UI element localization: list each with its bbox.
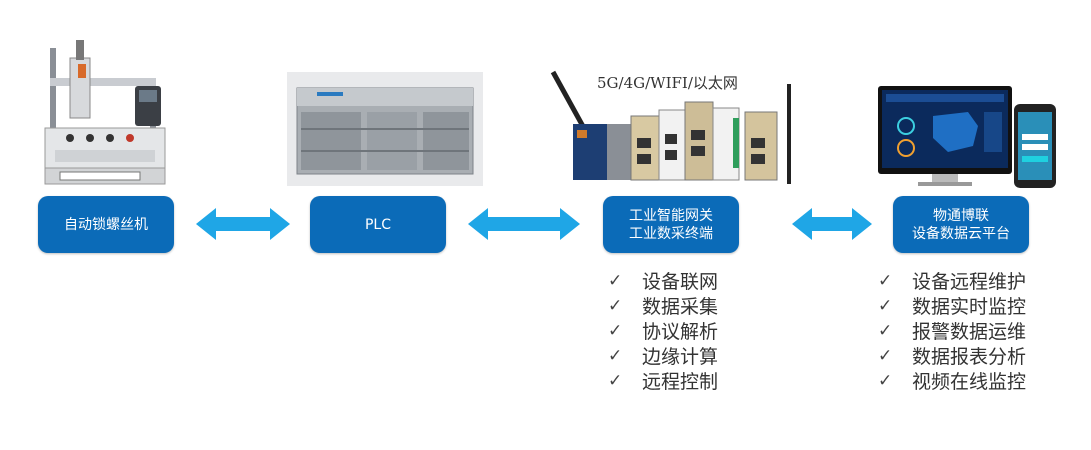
- cloud-platform-image: [878, 86, 1056, 188]
- check-icon: ✓: [608, 345, 623, 366]
- cloud-feature-item: ✓ 视频在线监控: [878, 368, 1027, 394]
- cloud-feature-item: ✓ 数据报表分析: [878, 343, 1027, 369]
- network-label: 5G/4G/WIFI/以太网: [597, 74, 738, 92]
- gateway-feature-item: ✓ 远程控制: [608, 368, 719, 394]
- check-icon: ✓: [608, 320, 623, 341]
- cloud-feature-text: 设备远程维护: [912, 271, 1027, 293]
- double-arrow-gateway-cloud: [792, 208, 872, 240]
- gateway-feature-item: ✓ 数据采集: [608, 293, 719, 319]
- cloud-feature-item: ✓ 报警数据运维: [878, 318, 1027, 344]
- gateway-feature-text: 协议解析: [642, 321, 719, 343]
- screw-machine-image: [44, 40, 166, 185]
- cloud-feature-text: 数据报表分析: [912, 346, 1027, 368]
- check-icon: ✓: [878, 345, 893, 366]
- check-icon: ✓: [608, 270, 623, 291]
- node-gateway-line1: 工业智能网关: [629, 207, 713, 224]
- node-screw-machine-label: 自动锁螺丝机: [64, 216, 148, 233]
- check-icon: ✓: [608, 295, 623, 316]
- cloud-feature-item: ✓ 数据实时监控: [878, 293, 1027, 319]
- node-screw-machine: 自动锁螺丝机: [38, 196, 174, 253]
- node-cloud-line1: 物通博联: [933, 207, 989, 224]
- double-arrow-plc-gateway: [468, 208, 580, 240]
- check-icon: ✓: [608, 370, 623, 391]
- gateway-feature-text: 设备联网: [642, 271, 719, 293]
- gateway-devices-image: [550, 70, 791, 184]
- double-arrow-machine-plc: [196, 208, 290, 240]
- plc-image: [287, 72, 483, 186]
- check-icon: ✓: [878, 370, 893, 391]
- gateway-feature-item: ✓ 协议解析: [608, 318, 719, 344]
- check-icon: ✓: [878, 320, 893, 341]
- gateway-feature-text: 数据采集: [642, 296, 719, 318]
- node-plc-label: PLC: [364, 216, 392, 233]
- cloud-feature-text: 报警数据运维: [912, 321, 1027, 343]
- node-cloud-line2: 设备数据云平台: [912, 225, 1010, 242]
- check-icon: ✓: [878, 295, 893, 316]
- cloud-feature-text: 数据实时监控: [912, 296, 1027, 318]
- gateway-feature-item: ✓ 设备联网: [608, 268, 719, 294]
- cloud-feature-item: ✓ 设备远程维护: [878, 268, 1027, 294]
- cloud-feature-list: ✓ 设备远程维护 ✓ 数据实时监控 ✓ 报警数据运维 ✓ 数据报表分析 ✓ 视频在线监控: [878, 268, 1027, 394]
- node-gateway-line2: 工业数采终端: [629, 225, 713, 242]
- cloud-feature-text: 视频在线监控: [912, 371, 1027, 393]
- node-gateway: 工业智能网关 工业数采终端: [603, 196, 739, 253]
- node-plc: PLC: [310, 196, 446, 253]
- gateway-feature-text: 边缘计算: [642, 346, 719, 368]
- gateway-feature-item: ✓ 边缘计算: [608, 343, 719, 369]
- gateway-feature-list: ✓ 设备联网 ✓ 数据采集 ✓ 协议解析 ✓ 边缘计算 ✓ 远程控制: [608, 268, 719, 394]
- node-cloud: 物通博联 设备数据云平台: [893, 196, 1029, 253]
- check-icon: ✓: [878, 270, 893, 291]
- gateway-feature-text: 远程控制: [642, 371, 719, 393]
